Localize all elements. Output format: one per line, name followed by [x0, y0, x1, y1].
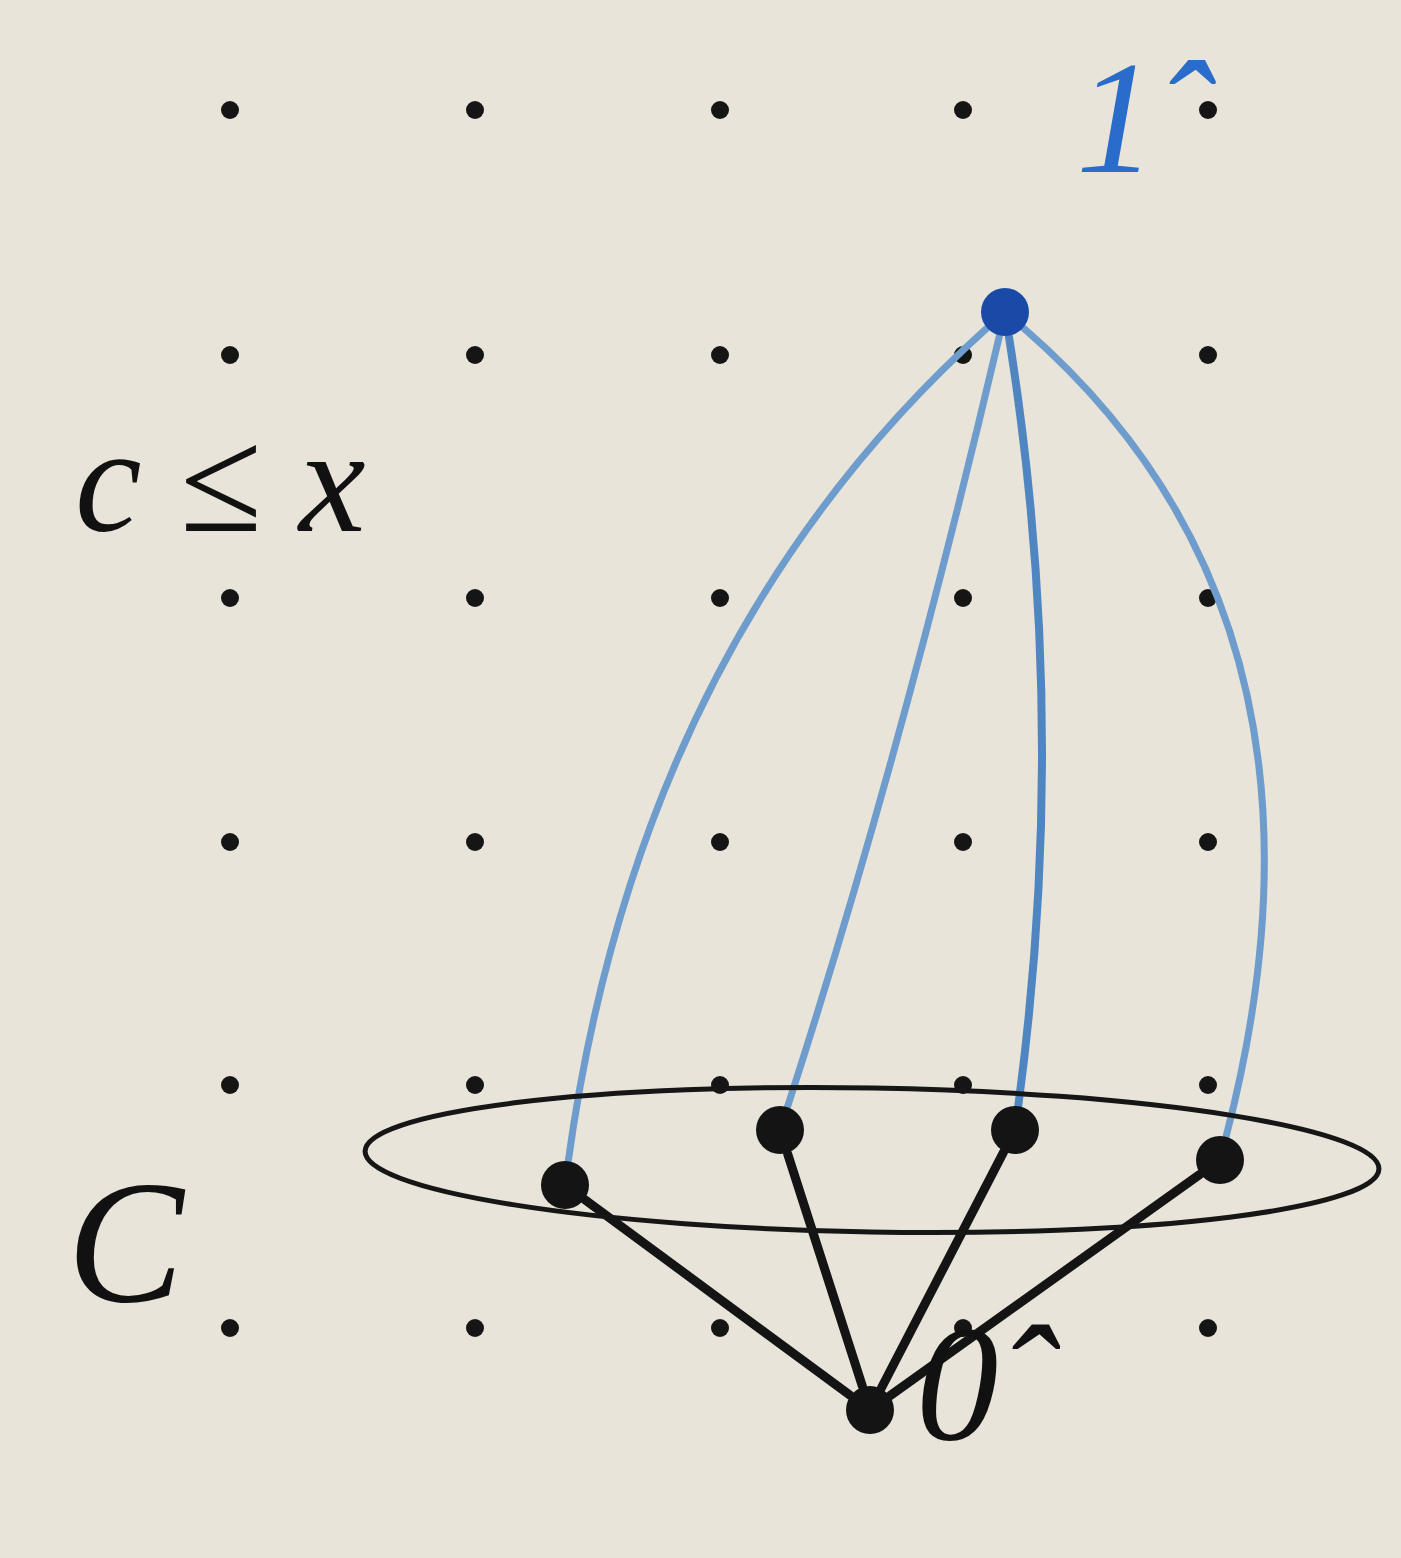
- cover-line: [788, 336, 1000, 1106]
- grid-dot: [954, 589, 972, 607]
- cover-line: [1009, 337, 1042, 1106]
- grid-dot: [711, 346, 729, 364]
- grid-dot: [221, 101, 239, 119]
- cover-line: [788, 1154, 863, 1386]
- grid-dot: [466, 101, 484, 119]
- grid-dot: [1199, 101, 1217, 119]
- grid-dot: [221, 833, 239, 851]
- grid-dot: [466, 589, 484, 607]
- grid-dot: [1199, 1076, 1217, 1094]
- grid-dot: [711, 833, 729, 851]
- node-label: 1̂: [1076, 38, 1156, 198]
- grid-dot: [1199, 346, 1217, 364]
- grid-dot: [1199, 833, 1217, 851]
- grid-dot: [221, 1076, 239, 1094]
- cover-line: [1024, 328, 1264, 1135]
- grid-dot: [466, 1076, 484, 1094]
- element-dot: [1196, 1136, 1244, 1184]
- bottom-element: 0̂: [846, 1386, 894, 1434]
- top-element: 1̂: [981, 288, 1029, 336]
- grid-dot: [466, 1319, 484, 1337]
- grid-dot: [221, 346, 239, 364]
- order-note: c ≤ x: [75, 405, 365, 555]
- element-dot: [756, 1106, 804, 1154]
- grid-dot: [466, 833, 484, 851]
- set-ellipse: C: [362, 1085, 1382, 1235]
- element-dot: [991, 1106, 1039, 1154]
- grid-dot: [221, 589, 239, 607]
- grid-dot: [711, 1319, 729, 1337]
- grid-dot: [221, 1319, 239, 1337]
- element-dot: [541, 1161, 589, 1209]
- node-label: C: [67, 1155, 184, 1330]
- grid-dot: [954, 833, 972, 851]
- grid-dot: [954, 101, 972, 119]
- grid-dot: [466, 346, 484, 364]
- cover-line: [568, 329, 986, 1161]
- grid-dot: [1199, 1319, 1217, 1337]
- node-label: 0̂: [916, 1301, 999, 1466]
- grid-dot: [711, 101, 729, 119]
- grid-dot: [711, 589, 729, 607]
